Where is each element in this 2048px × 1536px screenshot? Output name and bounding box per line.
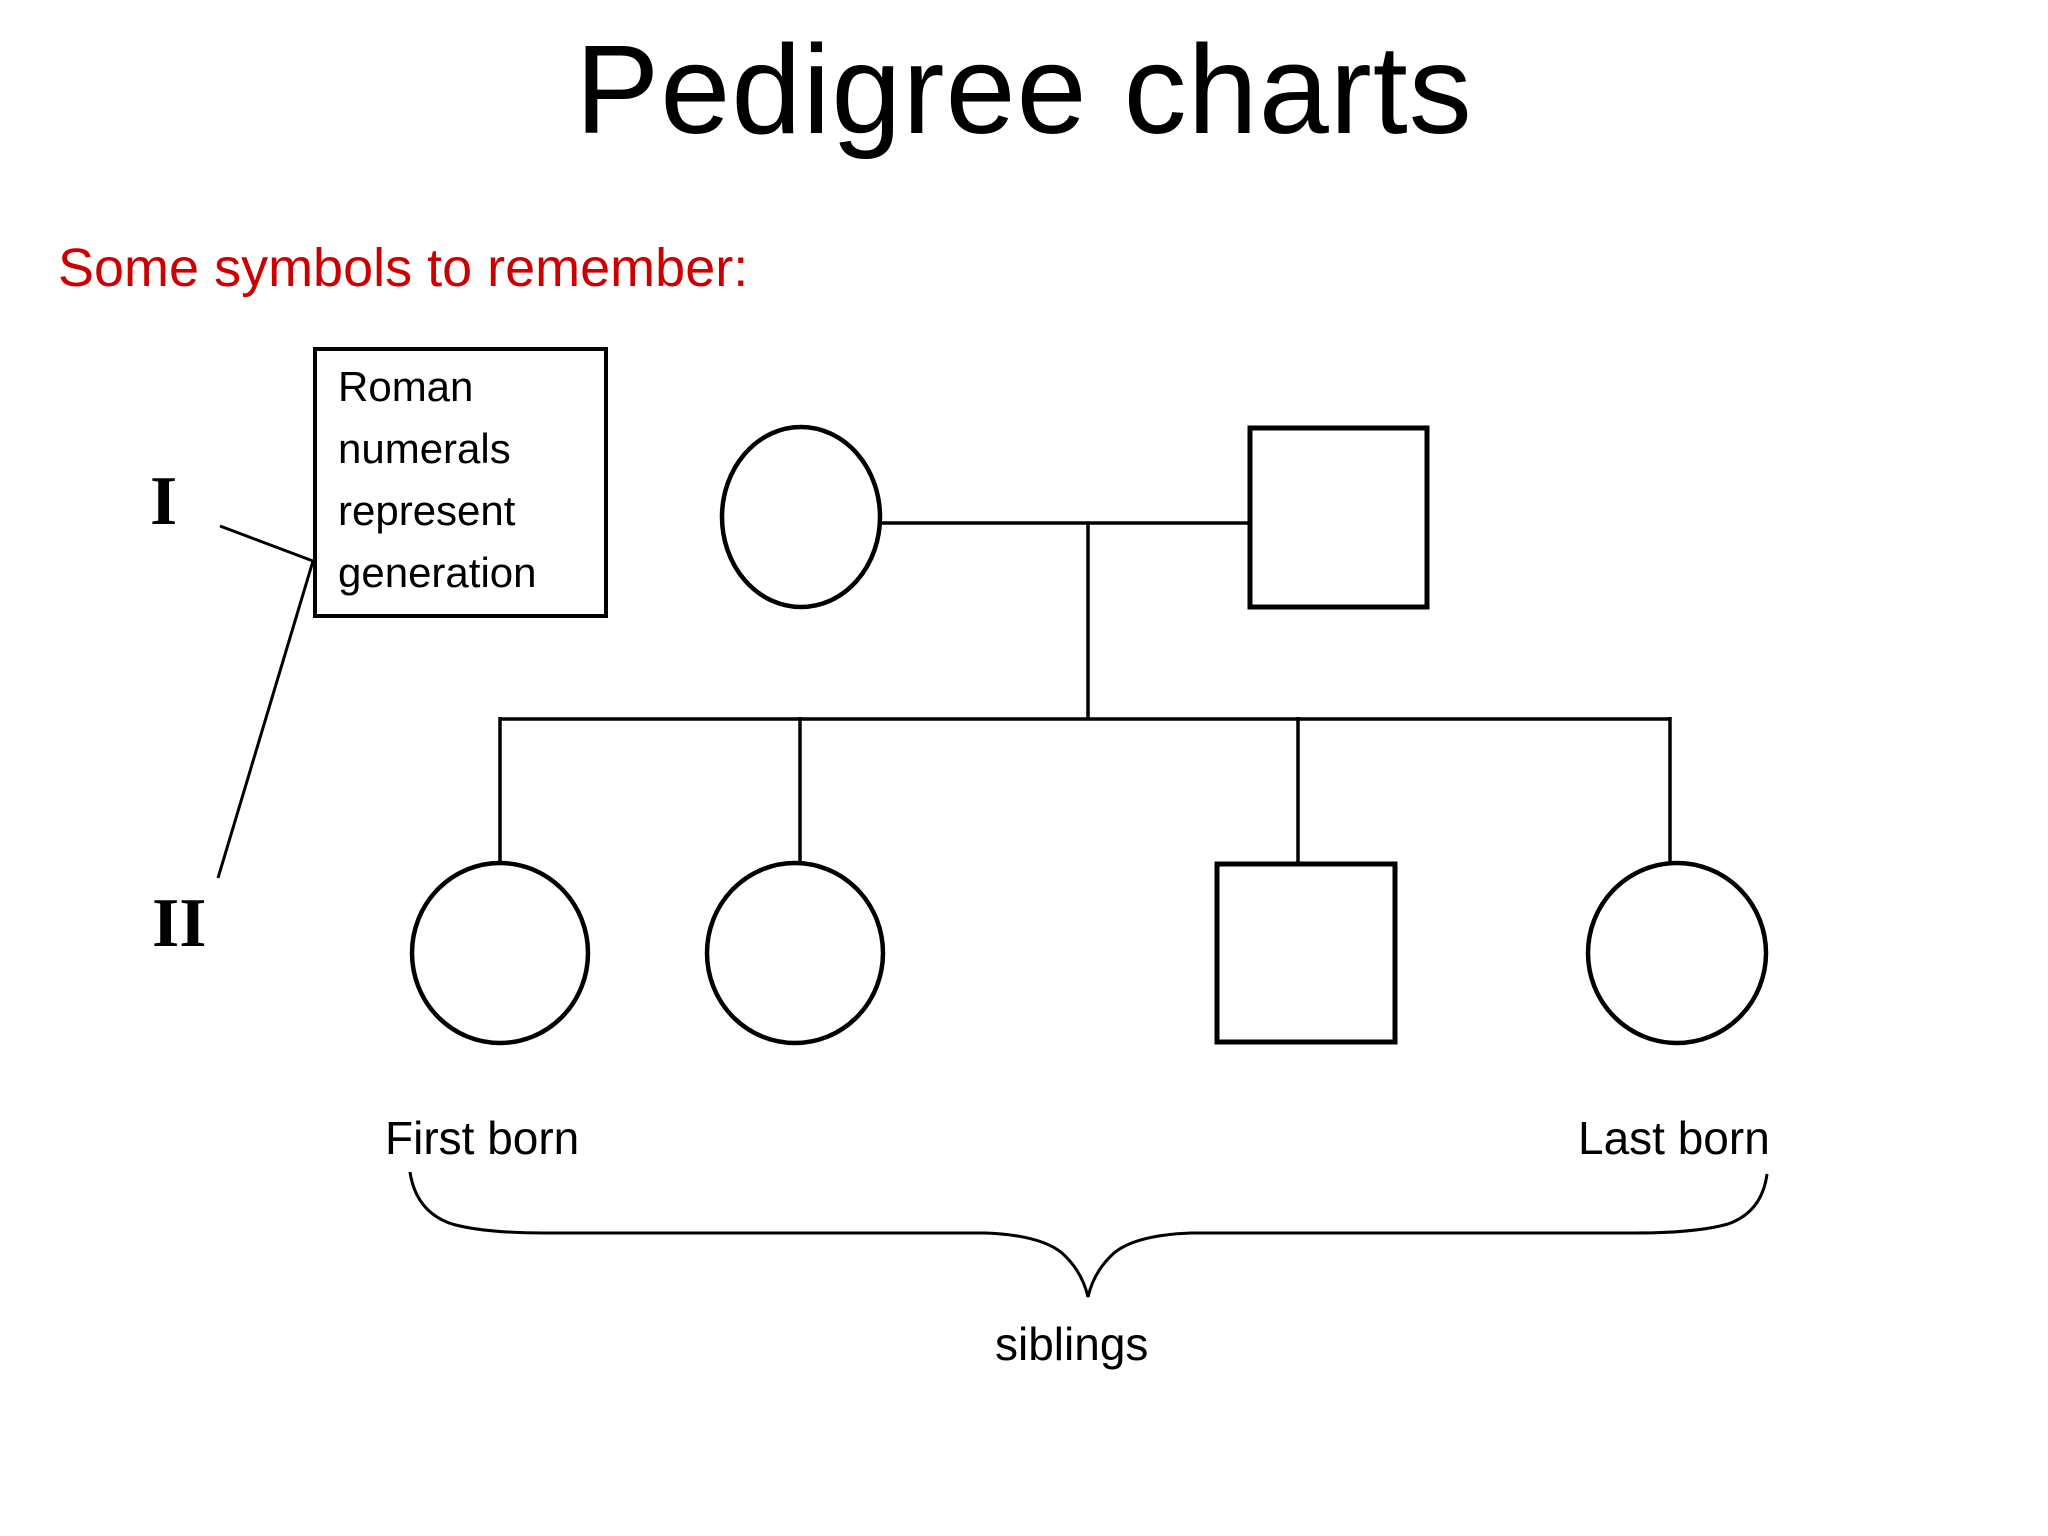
gen2-child3-square: [1214, 861, 1398, 1045]
gen1-father-square: [1247, 425, 1430, 610]
legend-box-line: represent: [338, 487, 516, 534]
slide-subtitle: Some symbols to remember:: [58, 238, 749, 298]
siblings-brace: [408, 1171, 1769, 1298]
slide-title: Pedigree charts: [575, 19, 1473, 160]
siblings-label: siblings: [995, 1318, 1149, 1370]
callout-line-box-to-gen2: [216, 560, 315, 879]
gen1-mother-circle: [719, 424, 883, 610]
legend-box-line: numerals: [338, 425, 511, 472]
first-born-label: First born: [385, 1112, 580, 1164]
last-born-label: Last born: [1578, 1112, 1770, 1164]
gen2-child2-circle: [704, 860, 886, 1046]
callout-line-gen1-to-box: [219, 524, 314, 563]
legend-box-line: Roman: [338, 363, 474, 410]
gen2-child1-circle: [409, 860, 591, 1046]
generation-1-label: I: [150, 463, 178, 540]
gen2-child4-circle: [1585, 860, 1769, 1046]
legend-box-line: generation: [338, 549, 537, 596]
generation-2-label: II: [152, 885, 207, 962]
legend-box: Roman numerals represent generation: [313, 347, 608, 618]
